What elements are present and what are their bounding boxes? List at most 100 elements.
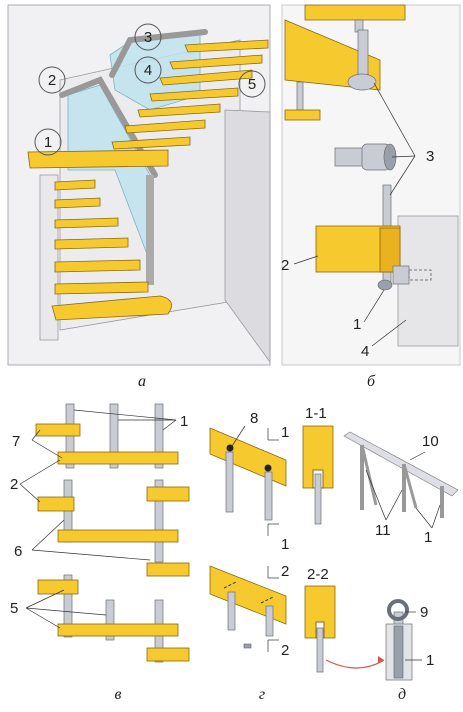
label-sec-2-2: 2-2 [307, 566, 329, 583]
tread-top [304, 4, 406, 21]
leader-1r-b [415, 507, 433, 529]
rod-v3b [105, 599, 115, 641]
label-cut2-bot: 2 [281, 642, 289, 659]
callout-5: 5 [248, 76, 256, 93]
panel-v: 1 7 2 6 5 в [10, 403, 190, 703]
rod-inside [393, 625, 404, 679]
rod-g1a [225, 451, 234, 513]
callout-1: 1 [44, 134, 52, 151]
leader-v-5b [25, 607, 61, 629]
leader-11a [365, 469, 387, 521]
tread-g2 [209, 565, 287, 625]
section-2-2-rod [316, 627, 324, 673]
tread-l7 [51, 295, 172, 321]
leader-3b [391, 155, 416, 158]
label-cut2-top: 2 [281, 563, 289, 580]
leader-v-1c [162, 419, 177, 431]
leader-1r [431, 504, 441, 529]
label-d-1: 1 [426, 652, 434, 669]
bolt-8b [264, 464, 272, 472]
label-g-8: 8 [250, 410, 258, 427]
tread-l5 [54, 259, 141, 273]
tread-u2 [169, 54, 263, 70]
tread-u1 [184, 39, 269, 53]
leader-v-5c [25, 607, 107, 616]
anchor-hidden [408, 269, 432, 281]
panel-g: 8 1 1 1-1 2 2 2-2 г [209, 405, 385, 703]
rod-v3a [63, 574, 73, 638]
ring-9 [387, 599, 409, 621]
tread-l6 [54, 281, 149, 295]
tread-u6 [124, 119, 206, 134]
tread-v3c [146, 647, 190, 662]
transition-arrowhead [378, 656, 384, 664]
tread-v2b [146, 486, 190, 502]
tread-v1b [57, 451, 179, 465]
tread-v3a [37, 579, 79, 595]
panel-d: 9 1 д [385, 599, 434, 703]
tread-u3 [159, 69, 253, 86]
callout-4: 4 [144, 62, 152, 79]
tread-l1 [54, 179, 96, 191]
label-v-2: 2 [10, 476, 18, 493]
leader-v-1a [73, 409, 177, 421]
tread-mid [284, 19, 381, 91]
label-g-11: 11 [375, 522, 391, 539]
leader-v-5a [25, 589, 65, 609]
leader-11b [385, 489, 403, 521]
callout-circle-4 [134, 56, 162, 84]
tread-v2c [57, 529, 179, 543]
clamp-bracket [334, 147, 364, 167]
tread-l4 [54, 237, 129, 250]
rod-foot [377, 279, 393, 291]
leader-1 [363, 289, 385, 323]
handrail-10 [343, 431, 459, 497]
label-v-5: 5 [10, 600, 18, 617]
leader-v-2a [19, 459, 61, 485]
caption-b: б [367, 373, 376, 390]
tread-v2a [37, 496, 75, 512]
section-1-1-rod [314, 473, 322, 525]
baluster-d [402, 463, 418, 509]
label-cut1-bot: 1 [281, 536, 289, 553]
hidden-bolt-b [260, 596, 274, 604]
tread-lower-end [379, 227, 401, 273]
label-b-4: 4 [361, 343, 369, 360]
callout-circle-1 [34, 128, 62, 156]
label-g-1r: 1 [424, 529, 432, 546]
baluster-b [360, 444, 378, 506]
panel-handrail: 10 11 1 [343, 431, 459, 546]
leader-v-6a [31, 519, 65, 551]
label-b-1: 1 [353, 316, 361, 333]
tread-g1 [209, 427, 287, 487]
label-b-2: 2 [281, 257, 289, 274]
handrail-upper [109, 29, 208, 78]
tread-v2d [146, 562, 190, 577]
wall-anchor [392, 265, 410, 285]
rod-mid [357, 29, 369, 77]
rod-v2b [154, 479, 164, 563]
caption-d: д [398, 686, 406, 703]
tread-u7 [111, 136, 191, 150]
leader-v-2b [19, 483, 41, 503]
label-d-9: 9 [420, 604, 428, 621]
tread-v3b [57, 623, 179, 637]
leader-v-6b [31, 549, 151, 561]
rod-g2b [265, 605, 274, 637]
leader-10 [409, 451, 426, 461]
landing [27, 149, 169, 169]
callout-3: 3 [144, 29, 152, 46]
panel-a: 1 2 3 4 5 а [7, 4, 271, 390]
label-sec-1-1: 1-1 [305, 405, 327, 422]
caption-v: в [115, 686, 122, 703]
side-wall [224, 109, 271, 364]
callout-circle-2 [38, 66, 66, 94]
tread-u4 [149, 87, 239, 102]
rod-v1c [154, 403, 164, 469]
tread-l3 [54, 217, 119, 229]
callout-circle-3 [134, 23, 162, 51]
tread-v1a [35, 423, 81, 437]
leader-3c [389, 155, 416, 196]
tread-left [284, 109, 321, 121]
